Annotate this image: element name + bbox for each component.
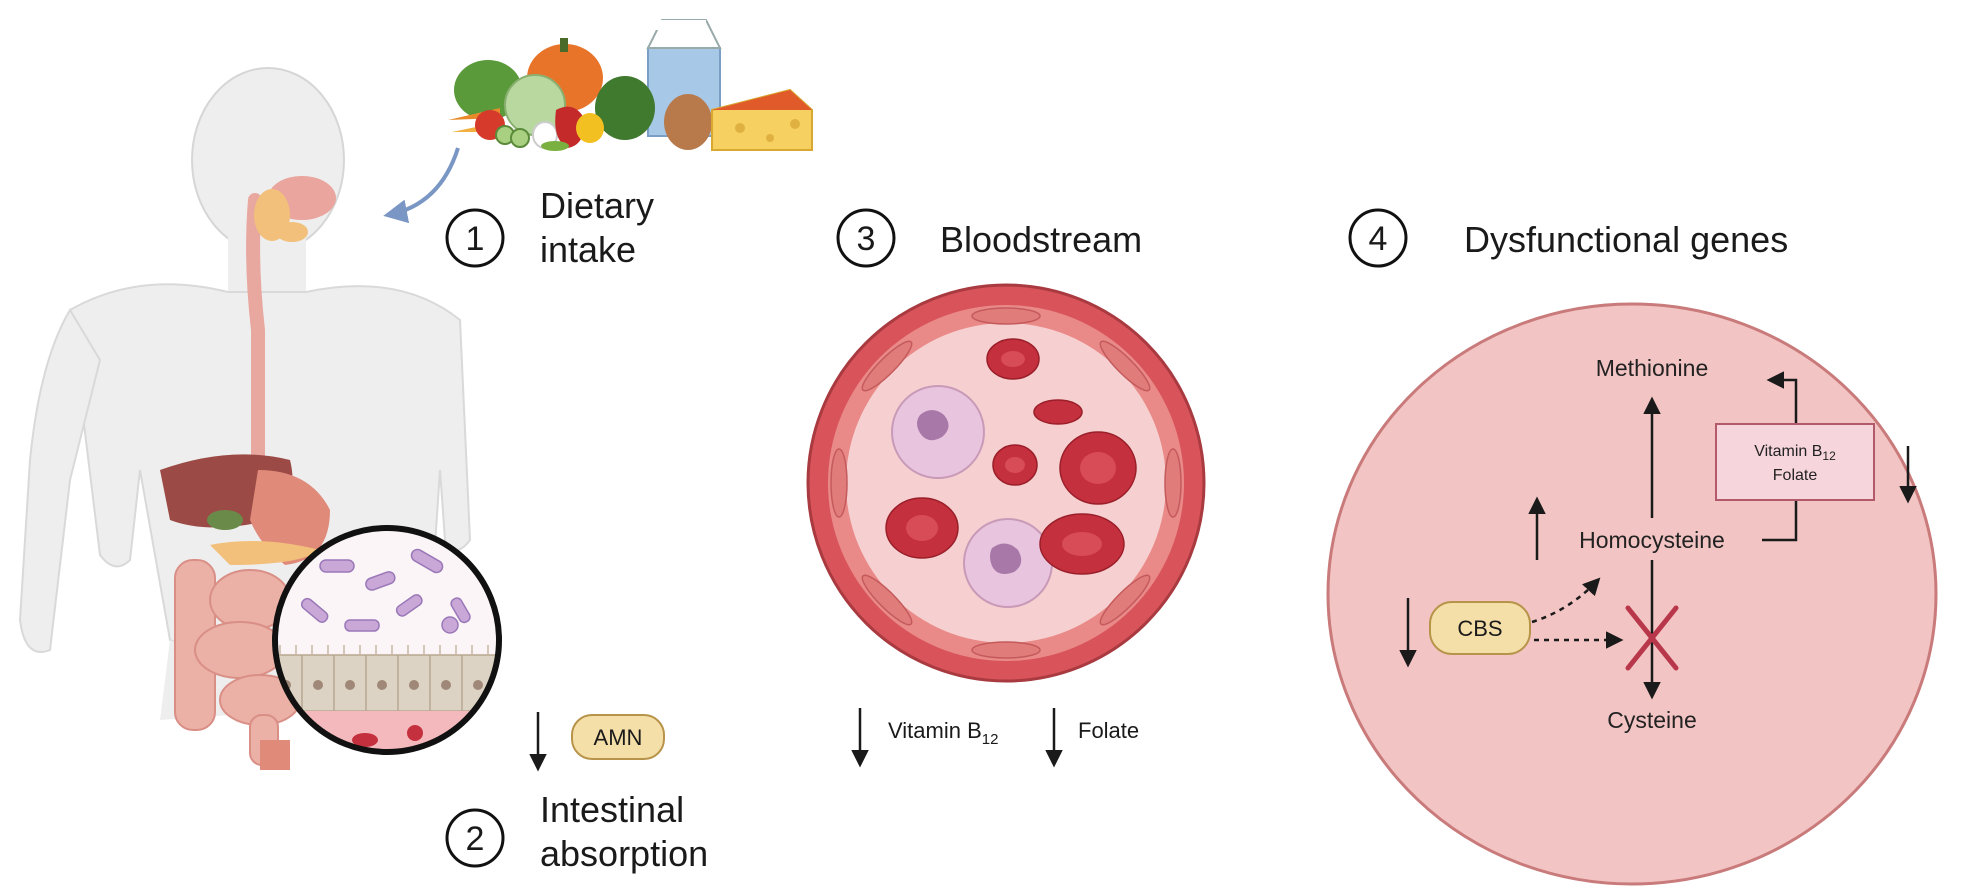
step-2-title-line1: Intestinal: [540, 789, 684, 830]
bloodstream-levels: Vitamin B12 Folate: [851, 708, 1139, 768]
step-3-badge: [836, 208, 896, 268]
cbs-label: CBS: [1457, 616, 1502, 641]
step-1-number: 1: [466, 220, 485, 258]
folate-label: Folate: [1078, 718, 1139, 743]
amn-label: AMN: [594, 725, 643, 750]
food-group-icon: [448, 19, 813, 151]
intestine-magnifier-icon: [272, 525, 502, 755]
step-4-title: Dysfunctional genes: [1464, 219, 1788, 260]
cell-pathway: Methionine Homocysteine Vitamin B12 Fola…: [1326, 302, 1938, 886]
step-4-number: 4: [1369, 220, 1388, 258]
methionine-label: Methionine: [1596, 355, 1709, 381]
cbs-to-homocysteine-dashed-arrow: [1531, 577, 1601, 624]
cbs-gene-pill: [1429, 601, 1531, 655]
amn-gene-pill: [571, 714, 665, 760]
blocked-x-icon: [1625, 605, 1679, 671]
step-2-title-line2: absorption: [540, 833, 708, 874]
homocysteine-label: Homocysteine: [1579, 527, 1725, 553]
step-2: AMN 2 Intestinal absorption: [445, 712, 708, 874]
vitamin-b12-label: Vitamin B12: [888, 718, 998, 748]
step-1-badge: [445, 208, 505, 268]
step-2-number: 2: [466, 820, 485, 858]
step-4: 4 Dysfunctional genes: [1348, 208, 1788, 268]
blood-vessel-icon: [806, 283, 1206, 683]
cysteine-label: Cysteine: [1607, 707, 1696, 733]
step-3-title: Bloodstream: [940, 219, 1142, 260]
intake-arrow: [383, 147, 460, 224]
step-3-number: 3: [857, 220, 876, 258]
step-1-title-line2: intake: [540, 229, 636, 270]
step-2-badge: [445, 808, 505, 868]
cofactor-folate: Folate: [1773, 467, 1818, 484]
cofactor-vitamin-b12: Vitamin B12: [1754, 443, 1836, 463]
step-4-badge: [1348, 208, 1408, 268]
cofactor-box: [1715, 423, 1875, 501]
step-1-title-line1: Dietary: [540, 185, 654, 226]
step-1: 1 Dietary intake: [445, 185, 654, 270]
cell-body: [1326, 302, 1938, 886]
step-3: 3 Bloodstream: [836, 208, 1142, 268]
